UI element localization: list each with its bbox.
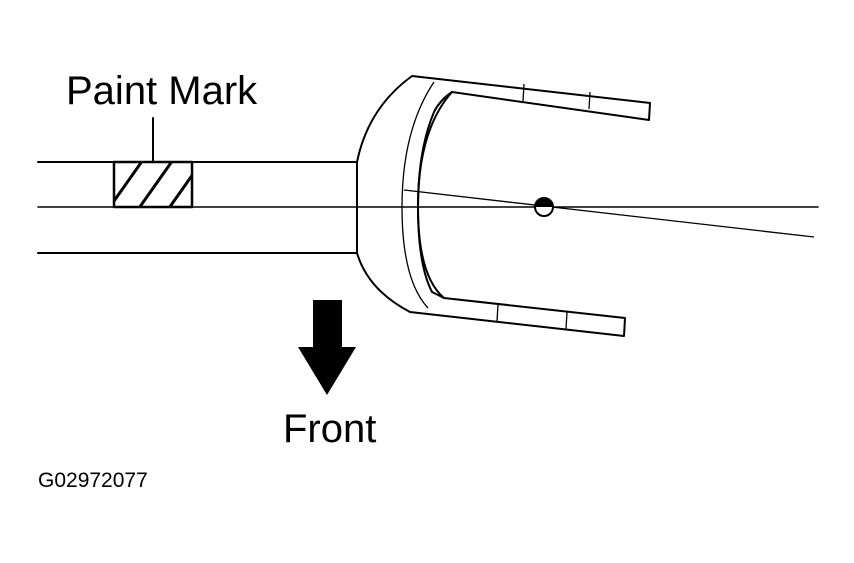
front-arrow-icon — [298, 300, 356, 395]
yoke — [356, 75, 651, 337]
pivot-point-icon — [534, 197, 554, 217]
front-label: Front — [283, 407, 376, 451]
figure-id-label: G02972077 — [38, 469, 148, 492]
phase-line — [403, 189, 815, 238]
paint-mark-label: Paint Mark — [66, 69, 258, 113]
